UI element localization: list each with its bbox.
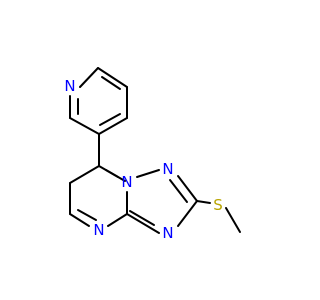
pyridine-ring <box>69 67 128 135</box>
triazole-nitrogen-top-label: N <box>162 160 173 178</box>
triazole-ring <box>126 169 198 234</box>
bond <box>177 200 198 227</box>
bond <box>69 117 100 135</box>
bond <box>77 209 97 221</box>
bond <box>99 113 121 126</box>
pyridine-nitrogen-label: N <box>64 77 75 95</box>
bond <box>177 175 198 202</box>
bond <box>107 213 128 227</box>
bond <box>129 210 155 226</box>
pyrimidine-nitrogen-label: N <box>93 221 104 239</box>
bond <box>98 117 128 135</box>
bond <box>69 165 100 184</box>
bond <box>69 213 90 227</box>
bond <box>126 213 160 234</box>
molecule-canvas: N N N N N S <box>64 67 241 242</box>
bond <box>196 200 211 204</box>
bond <box>105 169 126 182</box>
bridgehead-nitrogen-label: N <box>121 173 132 191</box>
bond <box>136 169 160 178</box>
bond <box>169 179 188 203</box>
sulfur-label: S <box>213 196 223 214</box>
structure-svg: N N N N N S <box>64 67 241 242</box>
bond <box>97 67 128 88</box>
bond <box>101 76 121 90</box>
bond <box>79 67 99 88</box>
bond <box>225 207 241 233</box>
triazole-nitrogen-bottom-label: N <box>162 224 173 242</box>
pyrimidine-ring <box>69 165 128 227</box>
